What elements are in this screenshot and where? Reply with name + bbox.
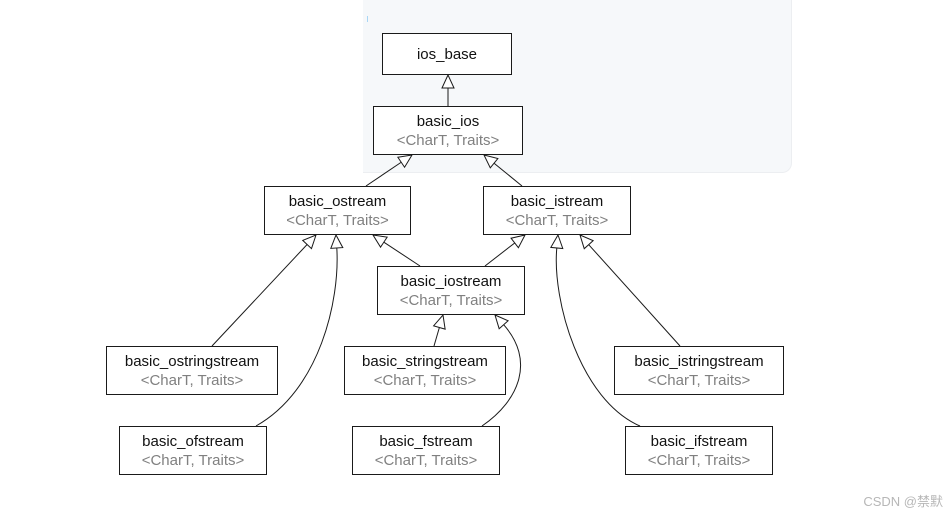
node-basic-istringstream: basic_istringstream <CharT, Traits> xyxy=(614,346,784,395)
edge-line xyxy=(365,161,402,187)
node-template-params: <CharT, Traits> xyxy=(505,211,609,229)
edge-basic_iostream-to-basic_ostream xyxy=(372,234,421,267)
node-basic-ostream: basic_ostream <CharT, Traits> xyxy=(264,186,411,235)
edge-basic_ostream-to-basic_ios xyxy=(365,154,413,187)
hollow-arrowhead-icon xyxy=(301,234,317,250)
node-template-params: <CharT, Traits> xyxy=(373,371,477,389)
node-name: basic_ostringstream xyxy=(124,352,260,370)
node-template-params: <CharT, Traits> xyxy=(140,371,244,389)
edge-line xyxy=(211,244,308,347)
node-basic-ofstream: basic_ofstream <CharT, Traits> xyxy=(119,426,267,475)
node-name: basic_stringstream xyxy=(362,352,488,370)
hollow-arrowhead-icon xyxy=(441,73,455,89)
edge-basic_ifstream-to-basic_istream xyxy=(550,233,641,427)
node-basic-ifstream: basic_ifstream <CharT, Traits> xyxy=(625,426,773,475)
edge-basic_ostringstream-to-basic_ostream xyxy=(211,234,317,347)
node-name: ios_base xyxy=(416,45,478,63)
node-basic-istream: basic_istream <CharT, Traits> xyxy=(483,186,631,235)
node-basic-iostream: basic_iostream <CharT, Traits> xyxy=(377,266,525,315)
hollow-arrowhead-icon xyxy=(330,233,344,249)
node-basic-stringstream: basic_stringstream <CharT, Traits> xyxy=(344,346,506,395)
watermark: CSDN @禁默 xyxy=(863,494,943,509)
node-name: basic_iostream xyxy=(400,272,502,290)
node-template-params: <CharT, Traits> xyxy=(374,451,478,469)
node-basic-fstream: basic_fstream <CharT, Traits> xyxy=(352,426,500,475)
node-name: basic_fstream xyxy=(379,432,473,450)
hollow-arrowhead-icon xyxy=(510,234,526,249)
edge-basic_iostream-to-basic_istream xyxy=(484,234,526,267)
hollow-arrowhead-icon xyxy=(550,233,564,250)
node-name: basic_ifstream xyxy=(650,432,748,450)
edge-basic_istringstream-to-basic_istream xyxy=(579,234,681,347)
hollow-arrowhead-icon xyxy=(579,234,595,250)
edge-line xyxy=(493,162,523,187)
hollow-arrowhead-icon xyxy=(372,234,389,249)
node-ios-base: ios_base xyxy=(382,33,512,75)
background-notch xyxy=(215,0,363,173)
node-basic-ostringstream: basic_ostringstream <CharT, Traits> xyxy=(106,346,278,395)
node-name: basic_ios xyxy=(416,112,480,130)
node-template-params: <CharT, Traits> xyxy=(647,371,751,389)
edge-line xyxy=(255,247,338,427)
hollow-arrowhead-icon xyxy=(483,154,499,169)
node-name: basic_ostream xyxy=(288,192,387,210)
edge-line xyxy=(481,324,521,427)
hollow-arrowhead-icon xyxy=(397,154,413,169)
node-template-params: <CharT, Traits> xyxy=(396,131,500,149)
node-template-params: <CharT, Traits> xyxy=(399,291,503,309)
edge-basic_ofstream-to-basic_ostream xyxy=(255,233,344,427)
node-name: basic_istream xyxy=(510,192,604,210)
hollow-arrowhead-icon xyxy=(494,314,510,330)
node-basic-ios: basic_ios <CharT, Traits> xyxy=(373,106,523,155)
edge-basic_istream-to-basic_ios xyxy=(483,154,523,187)
node-template-params: <CharT, Traits> xyxy=(647,451,751,469)
edge-basic_stringstream-to-basic_iostream xyxy=(432,313,446,347)
edge-line xyxy=(433,327,440,347)
panel-marker xyxy=(367,16,368,22)
node-template-params: <CharT, Traits> xyxy=(141,451,245,469)
edge-line xyxy=(484,242,516,267)
edge-basic_fstream-to-basic_iostream xyxy=(481,314,521,427)
edge-line xyxy=(383,241,421,267)
node-name: basic_ofstream xyxy=(142,432,244,450)
edge-line xyxy=(588,244,681,347)
node-name: basic_istringstream xyxy=(634,352,764,370)
edge-basic_ios-to-ios_base xyxy=(441,73,455,106)
node-template-params: <CharT, Traits> xyxy=(286,211,389,229)
edge-line xyxy=(555,247,641,427)
hollow-arrowhead-icon xyxy=(432,313,446,330)
